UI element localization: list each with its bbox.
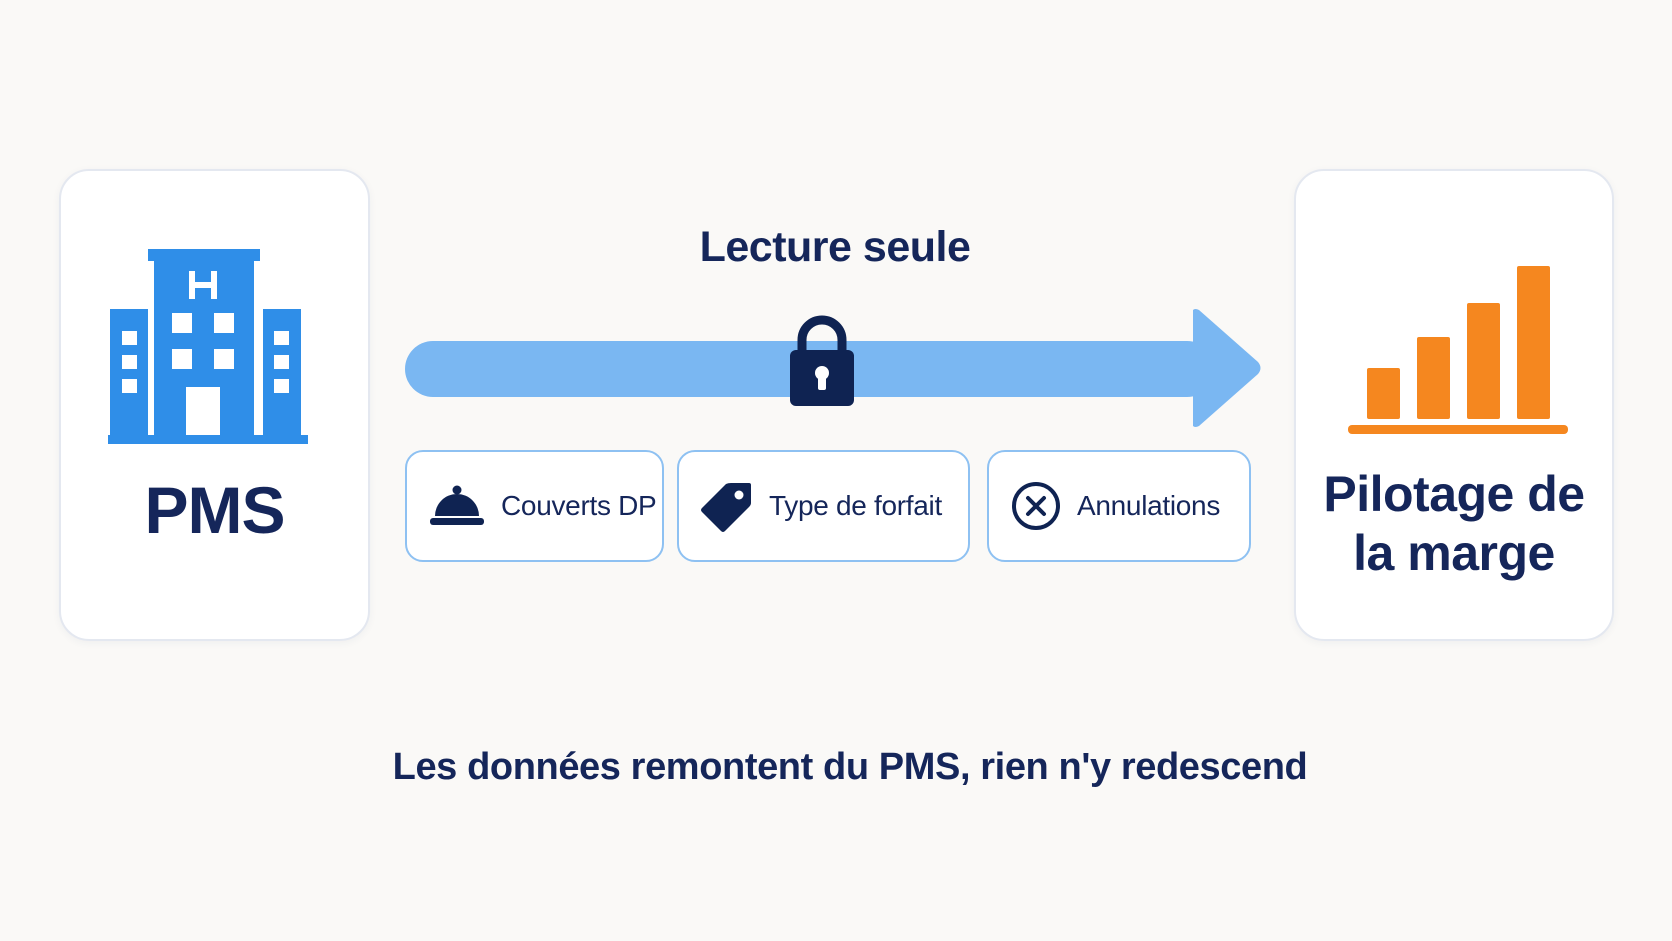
data-item-couverts: Couverts DP bbox=[405, 450, 664, 562]
hotel-building-icon bbox=[108, 249, 308, 444]
target-label: Pilotage de la marge bbox=[1294, 465, 1614, 583]
target-label-line2: la marge bbox=[1353, 525, 1555, 581]
margin-card bbox=[1294, 169, 1614, 641]
caption: Les données remontent du PMS, rien n'y r… bbox=[392, 746, 1308, 788]
data-item-annulations: Annulations bbox=[987, 450, 1251, 562]
data-item-label: Type de forfait bbox=[769, 490, 942, 521]
cancel-circle-icon bbox=[1012, 482, 1060, 530]
data-item-forfait: Type de forfait bbox=[677, 450, 970, 562]
bar-chart-icon bbox=[1348, 266, 1568, 434]
data-item-label: Annulations bbox=[1077, 490, 1221, 521]
arrow-label: Lecture seule bbox=[699, 223, 971, 271]
cloche-icon bbox=[430, 485, 484, 525]
source-label: PMS bbox=[144, 473, 285, 547]
data-item-label: Couverts DP bbox=[501, 490, 657, 521]
price-tag-icon bbox=[701, 483, 751, 532]
lock-icon bbox=[790, 315, 854, 406]
target-label-line1: Pilotage de bbox=[1323, 466, 1585, 522]
